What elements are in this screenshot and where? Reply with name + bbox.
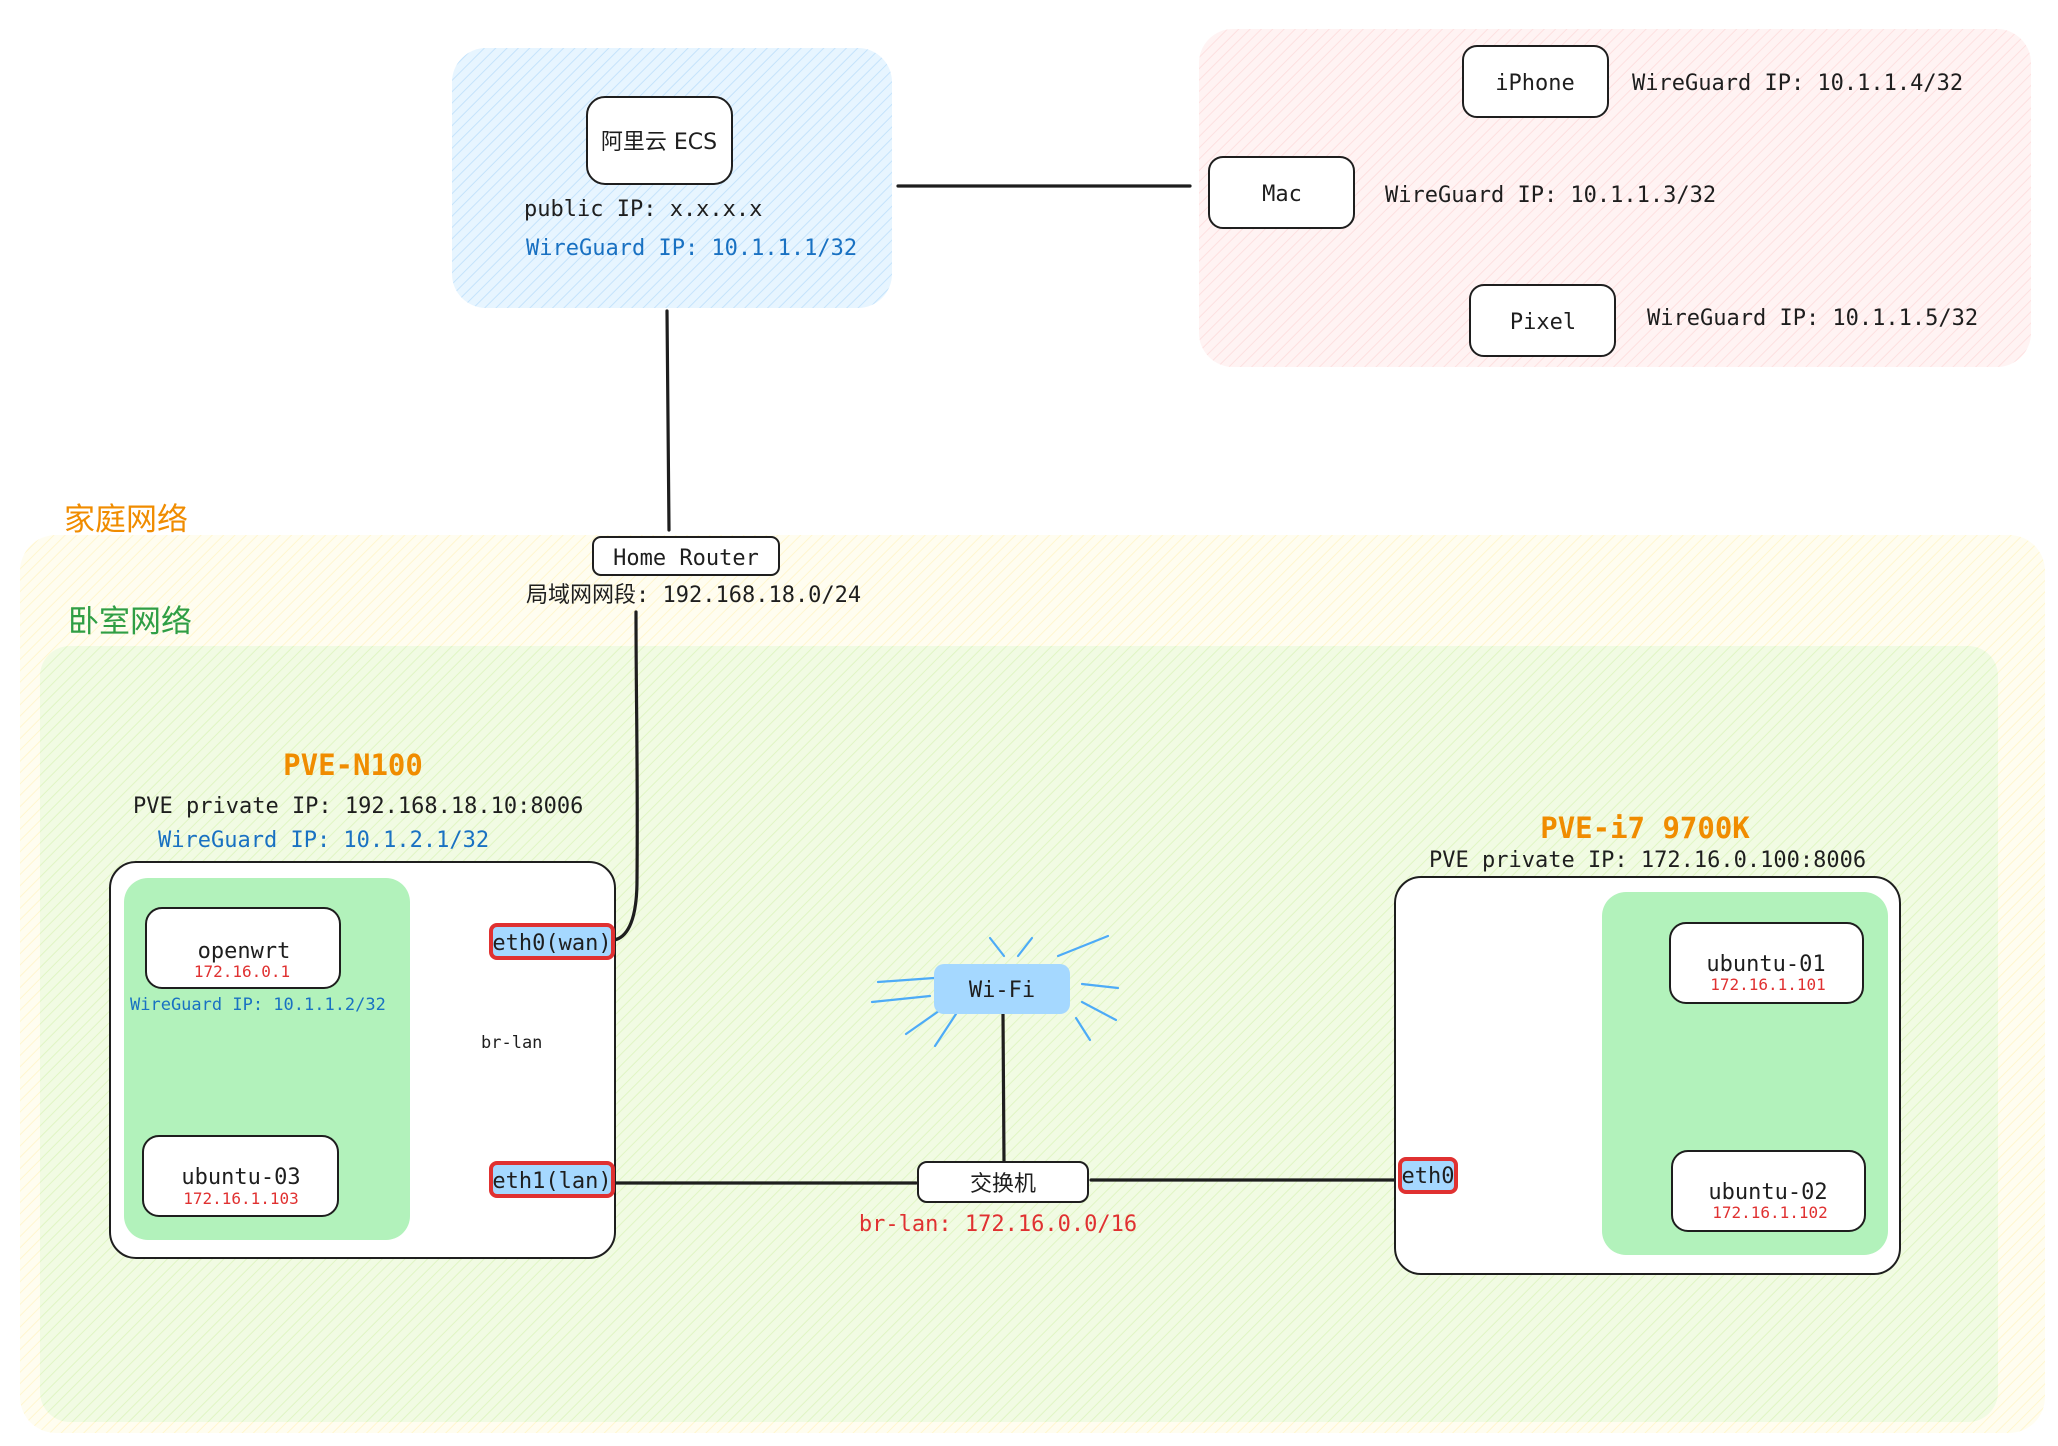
switch-subnet: br-lan: 172.16.0.0/16 <box>859 1212 1137 1237</box>
mac-label: Mac <box>1262 182 1302 207</box>
n100-eth0-label: eth0(wan) <box>492 931 611 956</box>
iphone-wireguard-ip: WireGuard IP: 10.1.1.4/32 <box>1632 71 1963 96</box>
pixel-wireguard-ip: WireGuard IP: 10.1.1.5/32 <box>1647 306 1978 331</box>
pve-i7-private-ip: PVE private IP: 172.16.0.100:8006 <box>1429 848 1866 873</box>
switch-label: 交换机 <box>970 1172 1036 1197</box>
ecs-wireguard-ip: WireGuard IP: 10.1.1.1/32 <box>526 236 857 261</box>
home-zone-label: 家庭网络 <box>64 502 188 538</box>
mac-node[interactable]: Mac <box>1208 156 1355 229</box>
mac-wireguard-ip: WireGuard IP: 10.1.1.3/32 <box>1385 183 1716 208</box>
ubuntu01-node[interactable]: ubuntu-01 172.16.1.101 <box>1669 922 1864 1004</box>
iphone-node[interactable]: iPhone <box>1462 45 1609 118</box>
ubuntu02-node[interactable]: ubuntu-02 172.16.1.102 <box>1671 1150 1866 1232</box>
pve-n100-private-ip: PVE private IP: 192.168.18.10:8006 <box>133 794 583 819</box>
edge-wifi-switch <box>1001 1012 1006 1164</box>
edge-router-eth0 <box>612 610 639 942</box>
br-lan-label: br-lan <box>481 1033 542 1053</box>
ecs-public-ip: public IP: x.x.x.x <box>524 197 762 222</box>
ubuntu03-node[interactable]: ubuntu-03 172.16.1.103 <box>142 1135 339 1217</box>
wifi-signal-rays <box>870 934 1120 1048</box>
edge-ecs-router <box>665 309 671 532</box>
pve-n100-title: PVE-N100 <box>283 748 423 782</box>
openwrt-label: openwrt <box>198 939 291 964</box>
bedroom-zone-label: 卧室网络 <box>68 604 192 640</box>
pixel-node[interactable]: Pixel <box>1469 284 1616 357</box>
pve-n100-wireguard-ip: WireGuard IP: 10.1.2.1/32 <box>158 828 489 853</box>
pixel-label: Pixel <box>1510 310 1576 335</box>
switch-node[interactable]: 交换机 <box>917 1161 1089 1203</box>
openwrt-wireguard-ip: WireGuard IP: 10.1.1.2/32 <box>130 995 386 1015</box>
lan-segment-label: 局域网网段: 192.168.18.0/24 <box>526 583 861 608</box>
client-zone <box>1199 29 2031 367</box>
n100-eth0-wan-interface[interactable]: eth0(wan) <box>489 923 615 960</box>
home-router-label: Home Router <box>613 546 759 571</box>
pve-i7-title: PVE-i7 9700K <box>1540 811 1750 845</box>
wifi-label: Wi-Fi <box>969 978 1035 1003</box>
openwrt-node[interactable]: openwrt 172.16.0.1 <box>145 907 341 989</box>
ubuntu01-ip: 172.16.1.101 <box>1710 975 1826 994</box>
i7-eth0-interface[interactable]: eth0 <box>1398 1157 1458 1194</box>
home-router-node[interactable]: Home Router <box>592 536 780 576</box>
ubuntu03-ip: 172.16.1.103 <box>183 1189 299 1208</box>
ubuntu03-label: ubuntu-03 <box>181 1165 300 1190</box>
n100-eth1-label: eth1(lan) <box>492 1169 611 1194</box>
ecs-node[interactable]: 阿里云 ECS <box>586 96 733 185</box>
n100-eth1-lan-interface[interactable]: eth1(lan) <box>489 1161 615 1198</box>
wifi-node[interactable]: Wi-Fi <box>934 964 1070 1014</box>
iphone-label: iPhone <box>1495 71 1574 96</box>
ubuntu02-ip: 172.16.1.102 <box>1712 1203 1828 1222</box>
ubuntu02-label: ubuntu-02 <box>1708 1180 1827 1205</box>
ecs-label: 阿里云 ECS <box>601 130 717 155</box>
ubuntu01-label: ubuntu-01 <box>1706 952 1825 977</box>
i7-eth0-label: eth0 <box>1402 1164 1455 1189</box>
openwrt-ip: 172.16.0.1 <box>194 962 290 981</box>
